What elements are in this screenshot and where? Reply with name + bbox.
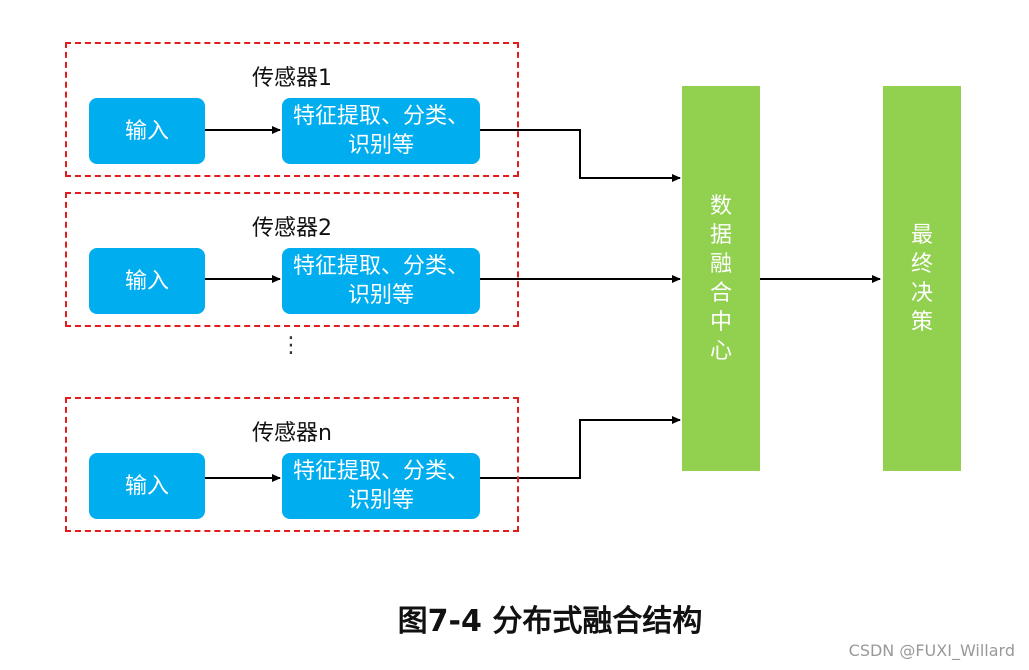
figure-caption: 图7-4 分布式融合结构 [397,604,703,639]
sensor-title-2: 传感器2 [252,216,332,241]
fusion-char-4: 合 [709,280,732,306]
decision-char-2: 终 [910,251,933,277]
final-decision-bar: 最 终 决 策 [883,86,961,471]
fusion-char-2: 据 [709,222,732,248]
feature-line-2: 识别等 [347,283,414,308]
fusion-char-5: 中 [709,309,732,335]
sensor-title-n: 传感器n [252,421,332,446]
sensor-group-1: 传感器1 输入 特征提取、分类、 识别等 [65,42,519,177]
feature-line-2: 识别等 [347,133,414,158]
fusion-char-1: 数 [709,193,732,219]
feature-line-1: 特征提取、分类、 [292,104,469,129]
feature-box-2: 特征提取、分类、 识别等 [282,248,480,314]
watermark: CSDN @FUXI_Willard [848,641,1015,660]
decision-char-4: 策 [910,309,933,335]
ellipsis-vertical: ⋮ [280,333,302,358]
arrow-feature-1-to-fusion [480,129,681,182]
feature-line-2: 识别等 [347,488,414,513]
fusion-char-3: 融 [709,251,732,277]
feature-line-1: 特征提取、分类、 [292,254,469,279]
input-box-n: 输入 [89,453,205,519]
sensor-title-1: 传感器1 [252,66,332,91]
feature-box-n: 特征提取、分类、 识别等 [282,453,480,519]
decision-char-3: 决 [910,280,933,306]
input-box-2: 输入 [89,248,205,314]
sensor-group-n: 传感器n 输入 特征提取、分类、 识别等 [65,397,519,532]
sensor-group-2: 传感器2 输入 特征提取、分类、 识别等 [65,192,519,327]
decision-char-1: 最 [910,222,933,248]
fusion-center-bar: 数 据 融 合 中 心 [682,86,760,471]
arrow-feature-n-to-fusion [480,416,681,479]
feature-box-1: 特征提取、分类、 识别等 [282,98,480,164]
input-box-1: 输入 [89,98,205,164]
feature-line-1: 特征提取、分类、 [292,459,469,484]
fusion-char-6: 心 [709,338,732,364]
